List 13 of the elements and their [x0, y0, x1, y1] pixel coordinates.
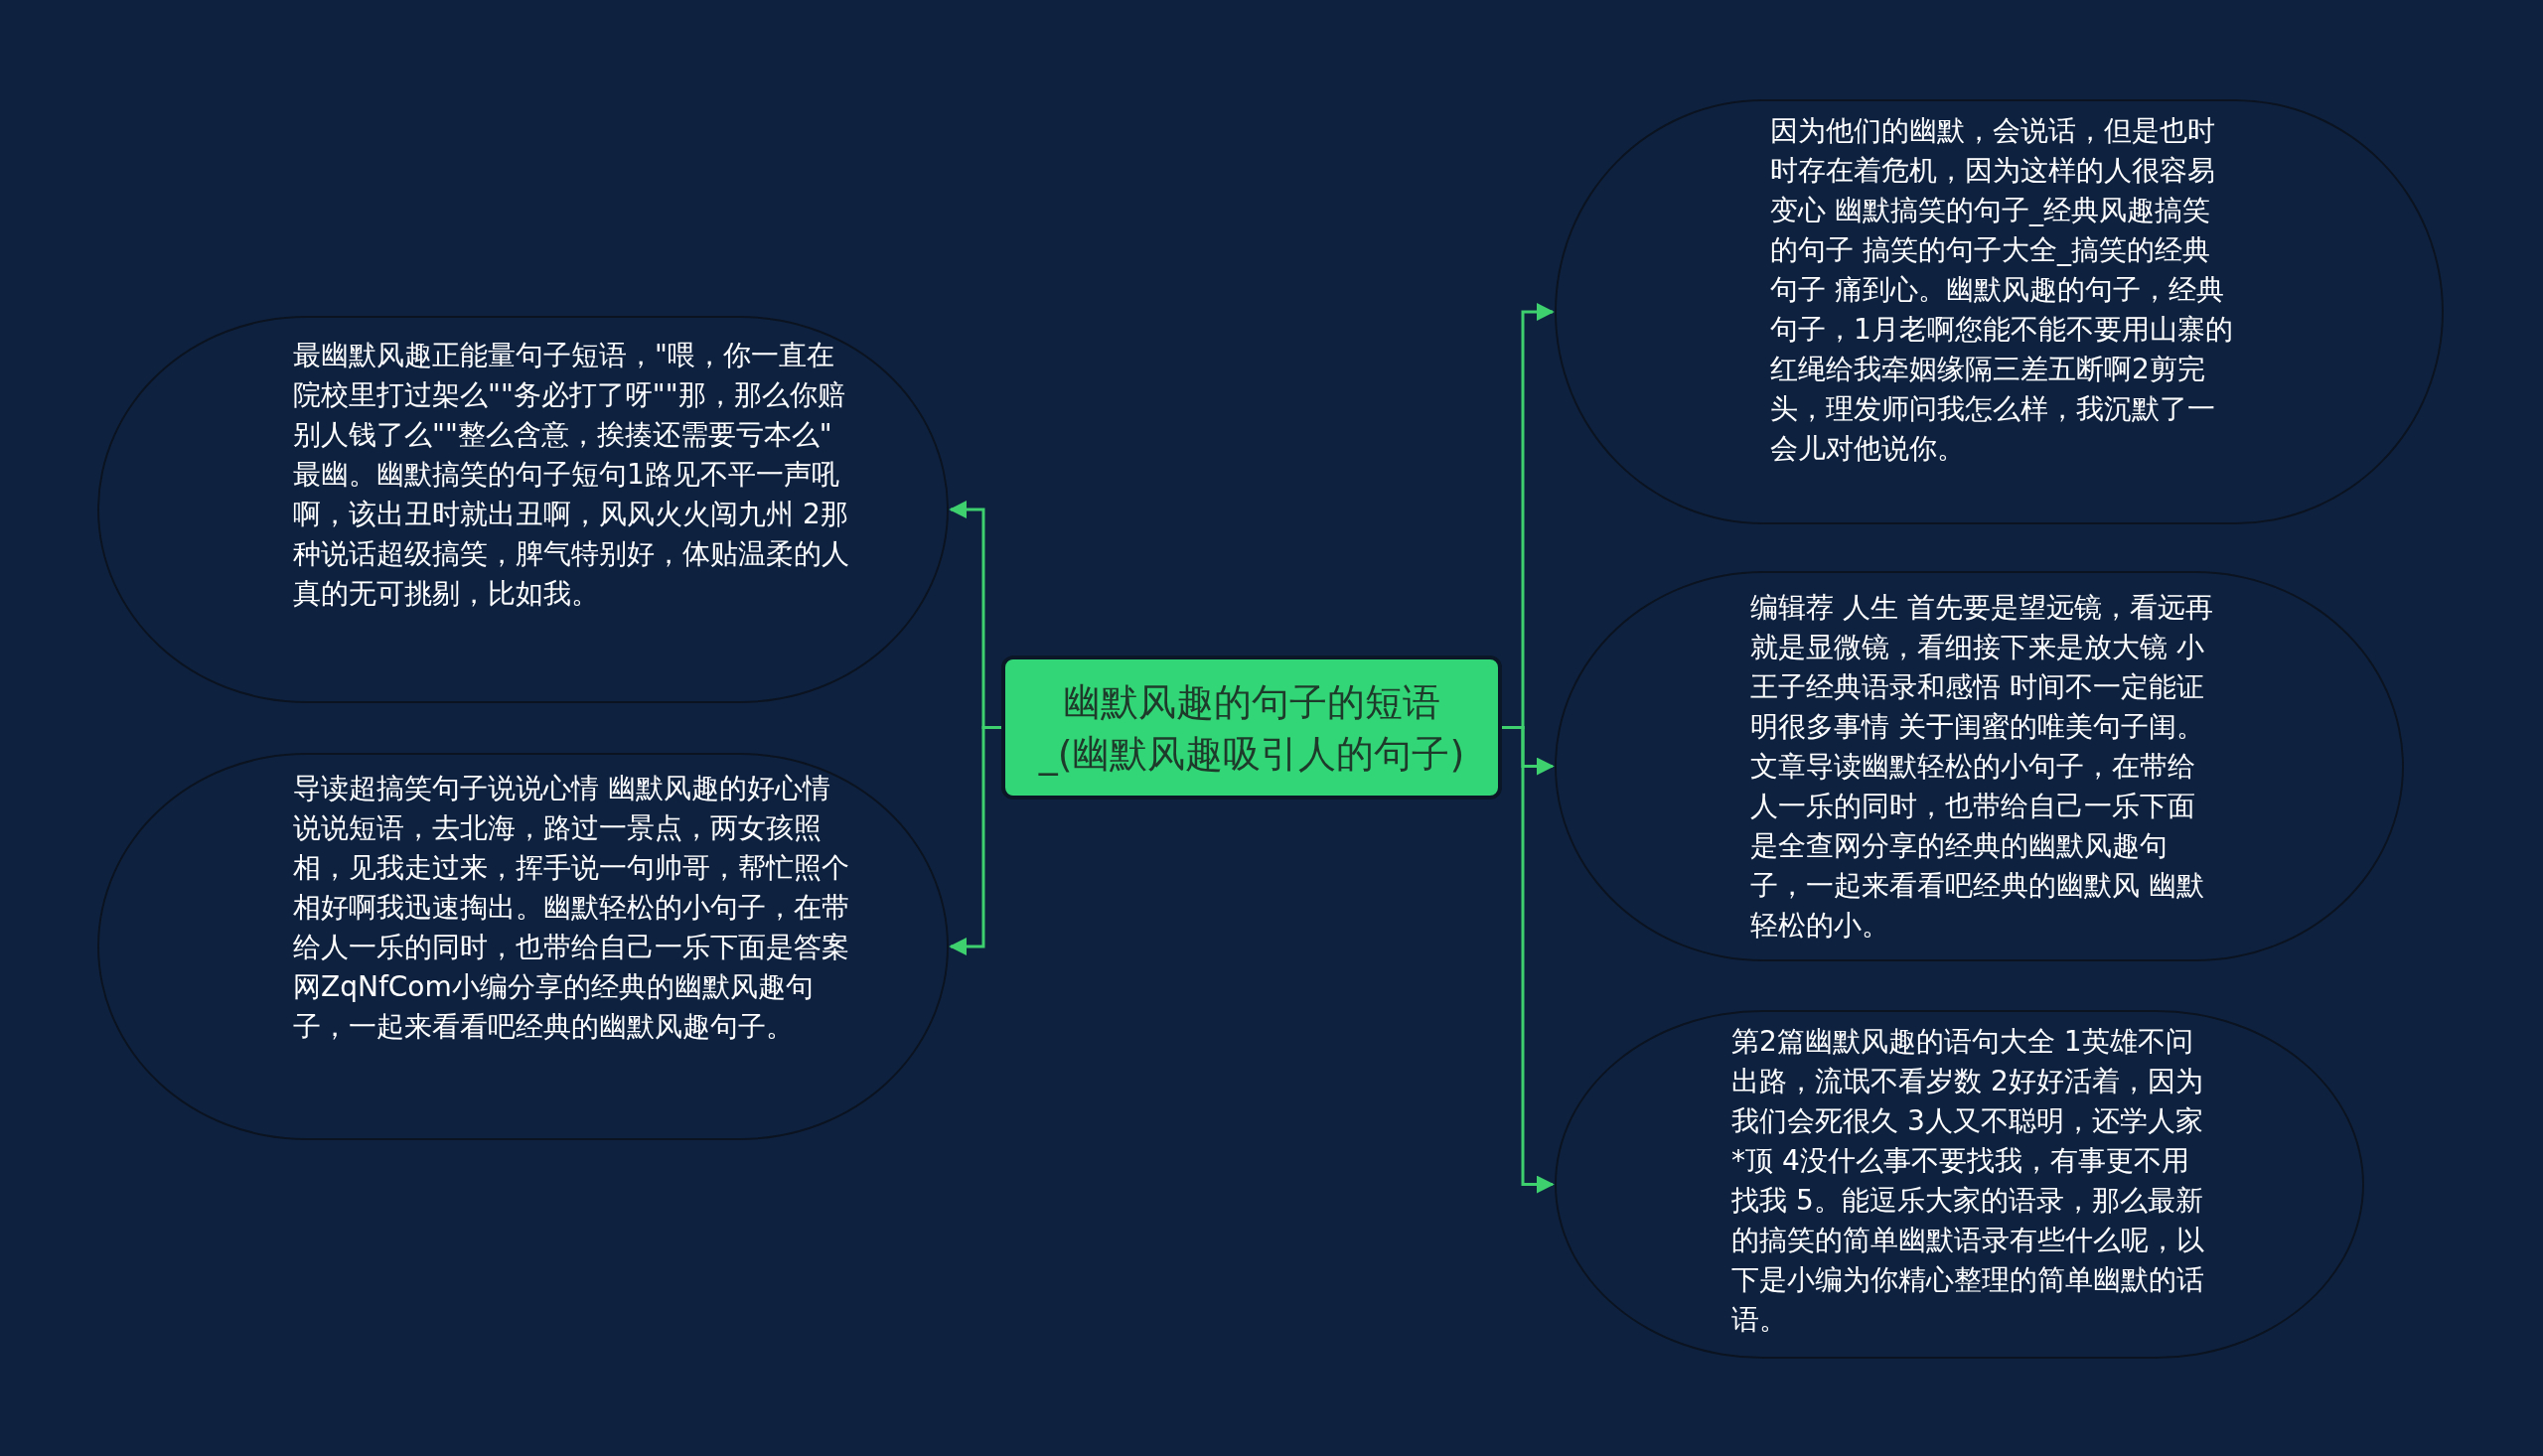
topic-bubble — [1555, 571, 2404, 961]
topic-bubble — [1555, 1010, 2364, 1359]
topic-text: 第2篇幽默风趣的语句大全 1英雄不问出路，流氓不看岁数 2好好活着，因为我们会死很久 3人又不聪明，还学人家*顶 4没什么事不要找我，有事更不用找我 5。能逗乐大家的语录，那么最新的搞笑的简单幽默语录有些什么呢，以下是小编为你精心整理的简单幽默的话语。 — [1731, 1024, 2205, 1338]
topic-bubble — [1555, 99, 2444, 524]
topic-text: 导读超搞笑句子说说心情 幽默风趣的好心情说说短语，去北海，路过一景点，两女孩照相，见我走过来，挥手说一句帅哥，帮忙照个相好啊我迅速掏出。幽默轻松的小句子，在带给人一乐的同时，也带给自己一乐下面是答案网ZqNfCom小编分享的经典的幽默风趣句子，一起来看看吧经典的幽默风趣句子。 — [293, 771, 849, 1045]
central-topic-box: 幽默风趣的句子的短语_(幽默风趣吸引人的句子) — [1001, 655, 1502, 800]
topic-text: 因为他们的幽默，会说话，但是也时时存在着危机，因为这样的人很容易变心 幽默搞笑的句子_经典风趣搞笑的句子 搞笑的句子大全_搞笑的经典句子 痛到心。幽默风趣的句子，经典句子，1月老啊您能不能不要用山寨的红绳给我牵姻缘隔三差五断啊2剪完头，理发师问我怎么样，我沉默了一会儿对他说你。 — [1770, 113, 2234, 467]
topic-bubble — [97, 753, 949, 1140]
topic-text: 编辑荐 人生 首先要是望远镜，看远再就是显微镜，看细接下来是放大镜 小王子经典语录和感悟 时间不一定能证明很多事情 关于闺蜜的唯美句子闺。文章导读幽默轻松的小句子，在带给人一乐的同时，也带给自己一乐下面是全查网分享的经典的幽默风趣句子，一起来看看吧经典的幽默风 幽默轻松的小。 — [1750, 590, 2214, 944]
connector-arrow — [949, 726, 1001, 955]
connector-arrow — [1502, 726, 1555, 1194]
topic-bubble — [97, 316, 949, 703]
topic-text: 最幽默风趣正能量句子短语，"喂，你一直在院校里打过架么""务必打了呀""那，那么你赔别人钱了么""整么含意，挨揍还需要亏本么" 最幽。幽默搞笑的句子短句1路见不平一声吼啊，该出丑时就出丑啊，风风火火闯九州 2那种说话超级搞笑，脾气特别好，体贴温柔的人真的无可挑剔，比如我。 — [293, 338, 849, 612]
